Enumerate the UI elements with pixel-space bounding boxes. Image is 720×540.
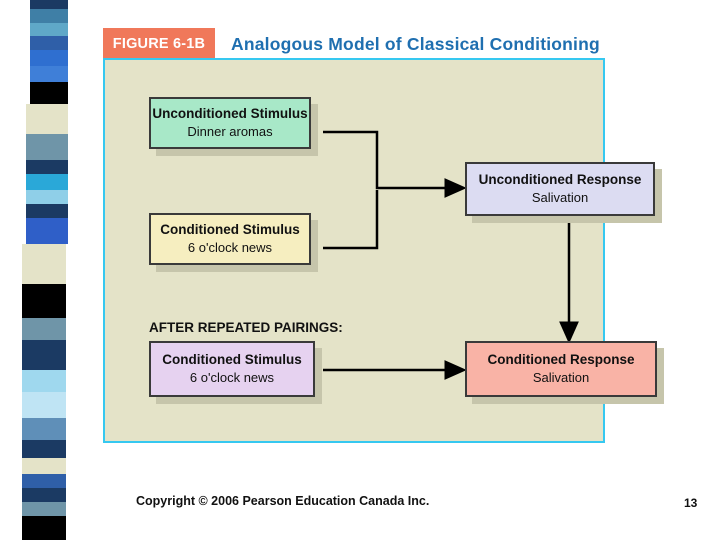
strip-band bbox=[26, 174, 68, 190]
strip-band bbox=[30, 66, 68, 82]
strip-band bbox=[22, 392, 66, 418]
node-title: Conditioned Response bbox=[487, 352, 635, 368]
figure-header: FIGURE 6-1B Analogous Model of Classical… bbox=[103, 28, 605, 60]
strip-band bbox=[30, 82, 68, 104]
node-subtitle: Salivation bbox=[532, 370, 590, 386]
strip-band bbox=[30, 36, 68, 50]
figure-panel: Unconditioned Stimulus Dinner aromas Con… bbox=[103, 58, 664, 443]
strip-band bbox=[26, 218, 68, 244]
strip-band bbox=[22, 418, 66, 440]
node-title: Conditioned Stimulus bbox=[160, 222, 300, 238]
strip-band bbox=[30, 50, 68, 66]
strip-band bbox=[22, 440, 66, 458]
node-conditioned-stimulus-top: Conditioned Stimulus 6 o'clock news bbox=[149, 213, 318, 272]
node-subtitle: 6 o'clock news bbox=[187, 240, 273, 256]
strip-band bbox=[26, 134, 68, 160]
page-number: 13 bbox=[684, 496, 698, 510]
strip-band bbox=[30, 0, 68, 9]
strip-band bbox=[30, 23, 68, 36]
strip-band bbox=[30, 9, 68, 23]
node-subtitle: Salivation bbox=[531, 190, 589, 206]
node-unconditioned-stimulus: Unconditioned Stimulus Dinner aromas bbox=[149, 97, 318, 156]
node-conditioned-stimulus-bottom: Conditioned Stimulus 6 o'clock news bbox=[149, 341, 322, 404]
strip-band bbox=[22, 502, 66, 516]
decorative-side-strip bbox=[0, 0, 95, 540]
strip-band bbox=[26, 160, 68, 174]
node-title: Unconditioned Stimulus bbox=[152, 106, 308, 122]
strip-band bbox=[22, 244, 66, 284]
strip-band bbox=[22, 488, 66, 502]
figure-title: Analogous Model of Classical Conditionin… bbox=[231, 33, 600, 54]
strip-band bbox=[26, 190, 68, 204]
strip-band bbox=[26, 204, 68, 218]
node-title: Conditioned Stimulus bbox=[162, 352, 302, 368]
node-conditioned-response: Conditioned Response Salivation bbox=[465, 341, 664, 404]
copyright-text: Copyright © 2006 Pearson Education Canad… bbox=[136, 494, 430, 508]
strip-band bbox=[22, 340, 66, 370]
after-repeated-pairings-label: AFTER REPEATED PAIRINGS: bbox=[149, 320, 343, 335]
strip-band bbox=[22, 516, 66, 540]
strip-band bbox=[22, 318, 66, 340]
strip-band bbox=[22, 370, 66, 392]
strip-band bbox=[22, 458, 66, 474]
strip-band bbox=[22, 284, 66, 318]
node-title: Unconditioned Response bbox=[478, 172, 642, 188]
figure-number-tag: FIGURE 6-1B bbox=[103, 28, 215, 60]
node-subtitle: Dinner aromas bbox=[187, 124, 273, 140]
node-unconditioned-response: Unconditioned Response Salivation bbox=[465, 162, 662, 223]
strip-band bbox=[26, 104, 68, 134]
node-subtitle: 6 o'clock news bbox=[189, 370, 275, 386]
strip-band bbox=[22, 474, 66, 488]
